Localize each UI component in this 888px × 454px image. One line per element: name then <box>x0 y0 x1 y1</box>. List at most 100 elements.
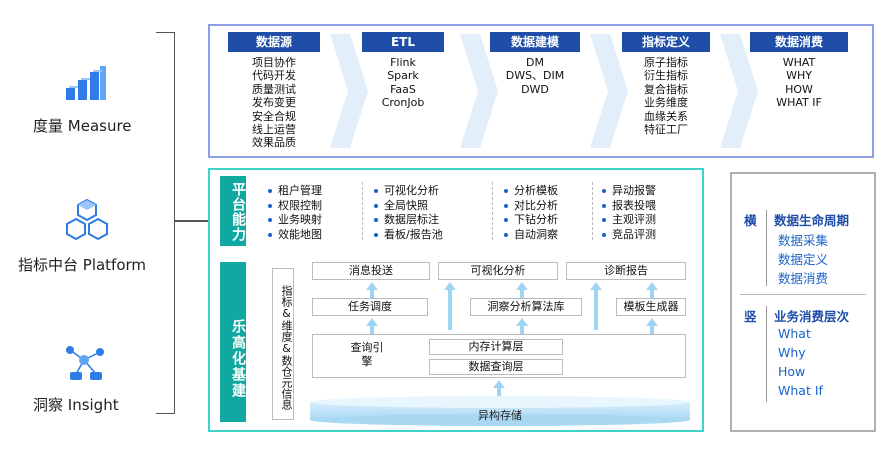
stage-items-etl: Flink Spark FaaS CronJob <box>362 56 444 110</box>
lifecycle-title: 数据生命周期 <box>774 213 850 228</box>
stage-title-etl: ETL <box>362 32 444 52</box>
list-item: DWD <box>521 82 549 96</box>
ability-column-3: 分析模板 对比分析 下钻分析 自动洞察 <box>504 184 558 242</box>
arrow-up-icon <box>650 290 654 300</box>
consumption-title: 业务消费层次 <box>774 309 850 324</box>
bullet-icon <box>268 232 272 237</box>
storage-label: 异构存储 <box>478 409 522 422</box>
stage-items-consumption: WHAT WHY HOW WHAT IF <box>750 56 848 110</box>
list-item: Spark <box>387 69 419 83</box>
bullet-icon <box>602 218 606 223</box>
lifecycle-item: 数据消费 <box>778 271 829 286</box>
left-bracket <box>156 32 175 414</box>
lifecycle-item: 数据采集 <box>778 233 829 248</box>
list-item: Flink <box>390 56 416 69</box>
task-scheduling-box: 任务调度 <box>312 298 428 316</box>
consumption-item: What If <box>778 383 823 398</box>
list-item: 代码开发 <box>252 69 296 83</box>
horizontal-char: 横 <box>744 213 757 228</box>
list-item: 复合指标 <box>644 82 688 96</box>
template-generator-box: 模板生成器 <box>616 298 686 316</box>
chevron-background <box>330 34 758 148</box>
divider <box>592 182 593 240</box>
stage-title-metric-def: 指标定义 <box>622 32 710 52</box>
arrow-up-icon <box>497 388 501 396</box>
list-item: 项目协作 <box>252 56 296 69</box>
insight-label: 洞察 Insight <box>33 396 119 414</box>
vertical-divider-line <box>766 306 767 402</box>
lifecycle-item: 数据定义 <box>778 252 829 267</box>
list-item: 效果品质 <box>252 136 296 150</box>
list-item: WHAT <box>782 56 816 69</box>
platform-box: 平台能力 租户管理 权限控制 业务映射 效能地图 可视化分析 全局快照 数据层标… <box>208 168 704 432</box>
data-query-layer-box: 数据查询层 <box>429 359 563 375</box>
list-item: WHAT IF <box>776 96 822 110</box>
bracket-connector <box>174 220 208 222</box>
stage-items-modeling: DM DWS、DIM DWD <box>490 56 580 96</box>
bullet-icon <box>504 232 508 237</box>
bullet-icon <box>602 203 606 208</box>
query-engine-box: 查询引擎 内存计算层 数据查询层 <box>312 334 686 378</box>
arrow-up-icon <box>444 282 456 290</box>
divider <box>362 182 363 240</box>
arrow-up-icon <box>520 290 524 300</box>
stage-title-modeling: 数据建模 <box>490 32 580 52</box>
bullet-icon <box>504 189 508 193</box>
arrow-up-icon <box>594 290 598 330</box>
list-item: 血缘关系 <box>644 109 688 123</box>
bullet-icon <box>374 232 378 237</box>
insight-icon <box>62 340 108 384</box>
list-item: 特征工厂 <box>644 123 688 137</box>
divider <box>492 182 493 240</box>
stage-items-data-source: 项目协作 代码开发 质量测试 发布变更 安全合规 线上运营 效果品质 <box>228 56 320 150</box>
lego-infra-label: 乐高化基建 <box>220 262 246 422</box>
measure-label: 度量 Measure <box>33 117 132 135</box>
list-item: 质量测试 <box>252 82 296 96</box>
bullet-icon <box>504 203 508 208</box>
bullet-icon <box>504 218 508 223</box>
storage-cylinder: 异构存储 <box>310 396 690 426</box>
diagnosis-report-box: 诊断报告 <box>566 262 686 280</box>
stage-title-data-source: 数据源 <box>228 32 320 52</box>
arrow-up-icon <box>366 282 378 290</box>
platform-label: 指标中台 Platform <box>18 256 147 274</box>
bullet-icon <box>602 189 606 193</box>
bullet-icon <box>268 203 272 208</box>
arrow-up-icon <box>366 318 378 326</box>
bullet-icon <box>602 232 606 237</box>
list-item: FaaS <box>390 82 416 96</box>
arrow-up-icon <box>516 318 528 326</box>
arrow-up-icon <box>516 282 528 290</box>
consumption-item: What <box>778 326 811 341</box>
measure-icon <box>64 64 108 102</box>
memory-layer-box: 内存计算层 <box>429 339 563 355</box>
consumption-item: How <box>778 364 806 379</box>
bullet-icon <box>374 189 378 193</box>
stage-items-metric-def: 原子指标 衍生指标 复合指标 业务维度 血缘关系 特征工厂 <box>622 56 710 136</box>
stage-title-consumption: 数据消费 <box>750 32 848 52</box>
metadata-box: 指标&维度&数仓元信息 <box>272 268 294 420</box>
platform-ability-label: 平台能力 <box>220 176 246 246</box>
arrow-up-icon <box>370 290 374 300</box>
visual-analysis-box: 可视化分析 <box>438 262 558 280</box>
ability-column-1: 租户管理 权限控制 业务映射 效能地图 <box>268 184 322 242</box>
list-item: 业务维度 <box>644 96 688 110</box>
list-item: 安全合规 <box>252 109 296 123</box>
arrow-up-icon <box>646 318 658 326</box>
algorithm-library-box: 洞察分析算法库 <box>470 298 582 316</box>
list-item: 衍生指标 <box>644 69 688 83</box>
consumption-item: Why <box>778 345 806 360</box>
arrow-up-icon <box>650 326 654 334</box>
arrow-up-icon <box>520 326 524 334</box>
vertical-char: 竖 <box>744 309 757 324</box>
list-item: WHY <box>786 69 812 83</box>
query-engine-label: 查询引擎 <box>350 341 384 368</box>
platform-icon <box>64 198 110 242</box>
list-item: DM <box>526 56 544 69</box>
message-delivery-box: 消息投送 <box>312 262 430 280</box>
arrow-up-icon <box>646 282 658 290</box>
pipeline-box: 数据源 项目协作 代码开发 质量测试 发布变更 安全合规 线上运营 效果品质 E… <box>208 24 874 158</box>
dimension-box: 横 数据生命周期 数据采集 数据定义 数据消费 竖 业务消费层次 What Wh… <box>730 172 876 432</box>
arrow-up-icon <box>448 290 452 330</box>
bullet-icon <box>374 218 378 223</box>
